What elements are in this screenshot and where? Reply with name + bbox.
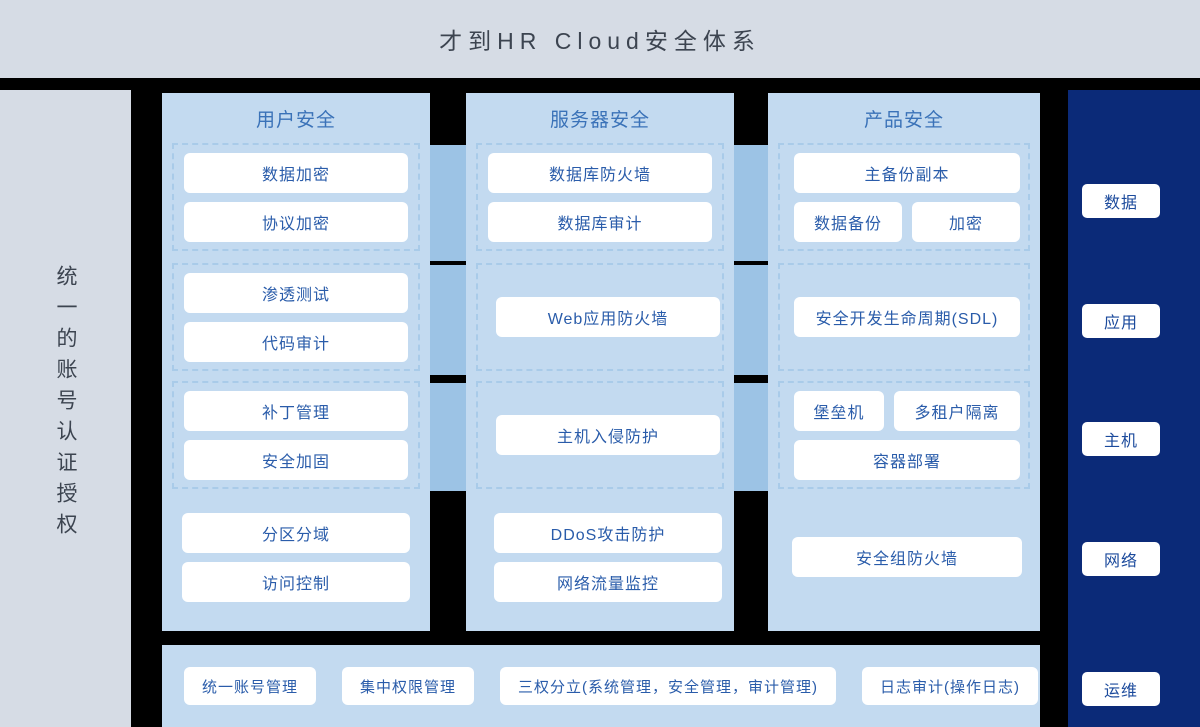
column-server-security: 服务器安全 数据库防火墙 数据库审计 Web应用防火墙 主机入侵防护 DDoS攻… [466, 93, 734, 631]
chip-item[interactable]: 数据库审计 [488, 201, 712, 242]
column-title-2: 服务器安全 [549, 109, 650, 131]
chip-item[interactable]: 安全组防火墙 [792, 537, 1022, 577]
band-3-2: 安全开发生命周期(SDL) [778, 263, 1030, 371]
chip-item[interactable]: 数据备份 [794, 201, 902, 242]
chip-item[interactable]: DDoS攻击防护 [494, 512, 722, 553]
chip-item[interactable]: 协议加密 [184, 201, 408, 242]
chip-item[interactable]: 分区分域 [182, 512, 410, 553]
right-sidebar-item-app[interactable]: 应用 [1082, 304, 1160, 338]
bottom-chip-separation-of-duties[interactable]: 三权分立(系统管理，安全管理，审计管理) [500, 667, 837, 705]
chip-item[interactable]: 代码审计 [184, 321, 408, 362]
right-sidebar: 数据 应用 主机 网络 运维 [1068, 90, 1200, 727]
left-sidebar-label: 统一的账号认证授权 [54, 265, 77, 544]
chip-item[interactable]: 访问控制 [182, 561, 410, 602]
column-title-1: 用户安全 [255, 109, 336, 131]
chip-item[interactable]: 容器部署 [794, 439, 1020, 480]
bottom-bar: 统一账号管理 集中权限管理 三权分立(系统管理，安全管理，审计管理) 日志审计(… [162, 645, 1040, 727]
chip-item[interactable]: 渗透测试 [184, 272, 408, 313]
bottom-chip-central-permission[interactable]: 集中权限管理 [342, 667, 475, 705]
band-2-4: DDoS攻击防护 网络流量监控 [476, 503, 724, 611]
band-3-3: 堡垒机 多租户隔离 容器部署 [778, 381, 1030, 489]
chip-item[interactable]: 数据加密 [184, 152, 408, 193]
band-2-2: Web应用防火墙 [476, 263, 724, 371]
connector-strip-1-band-2 [430, 265, 466, 375]
right-sidebar-item-ops[interactable]: 运维 [1082, 672, 1160, 706]
band-3-4: 安全组防火墙 [778, 503, 1030, 611]
connector-strip-2-band-1 [734, 145, 770, 261]
band-3-1: 主备份副本 数据备份 加密 [778, 143, 1030, 251]
band-1-1: 数据加密 协议加密 [172, 143, 420, 251]
column-title-3: 产品安全 [863, 109, 944, 131]
connector-strip-1-band-3 [430, 383, 466, 491]
band-2-3: 主机入侵防护 [476, 381, 724, 489]
bottom-chip-log-audit[interactable]: 日志审计(操作日志) [862, 667, 1039, 705]
left-sidebar: 统一的账号认证授权 [0, 90, 131, 727]
band-1-3: 补丁管理 安全加固 [172, 381, 420, 489]
band-2-1: 数据库防火墙 数据库审计 [476, 143, 724, 251]
chip-item[interactable]: 安全加固 [184, 439, 408, 480]
column-product-security: 产品安全 主备份副本 数据备份 加密 安全开发生命周期(SDL) 堡垒机 多租户… [768, 93, 1040, 631]
chip-item[interactable]: 多租户隔离 [894, 390, 1020, 431]
column-user-security: 用户安全 数据加密 协议加密 渗透测试 代码审计 补丁管理 安全加固 分区分域 … [162, 93, 430, 631]
right-sidebar-item-host[interactable]: 主机 [1082, 422, 1160, 456]
chip-pair-row: 数据备份 加密 [794, 201, 1020, 242]
bottom-chip-unified-account[interactable]: 统一账号管理 [184, 667, 317, 705]
chip-item[interactable]: Web应用防火墙 [496, 297, 720, 337]
chip-item[interactable]: 安全开发生命周期(SDL) [794, 297, 1020, 337]
chip-pair-row: 堡垒机 多租户隔离 [794, 390, 1020, 431]
chip-item[interactable]: 堡垒机 [794, 390, 884, 431]
right-sidebar-item-network[interactable]: 网络 [1082, 542, 1160, 576]
band-1-4: 分区分域 访问控制 [172, 503, 420, 611]
connector-strip-2-band-3 [734, 383, 770, 491]
chip-item[interactable]: 补丁管理 [184, 390, 408, 431]
page-title: 才到HR Cloud安全体系 [439, 28, 761, 54]
connector-strip-1-band-1 [430, 145, 466, 261]
band-1-2: 渗透测试 代码审计 [172, 263, 420, 371]
connector-strip-2-band-2 [734, 265, 770, 375]
page-header: 才到HR Cloud安全体系 [0, 0, 1200, 78]
chip-item[interactable]: 网络流量监控 [494, 561, 722, 602]
chip-item[interactable]: 主机入侵防护 [496, 415, 720, 455]
chip-item[interactable]: 加密 [912, 201, 1020, 242]
right-sidebar-item-data[interactable]: 数据 [1082, 184, 1160, 218]
chip-item[interactable]: 主备份副本 [794, 152, 1020, 193]
chip-item[interactable]: 数据库防火墙 [488, 152, 712, 193]
